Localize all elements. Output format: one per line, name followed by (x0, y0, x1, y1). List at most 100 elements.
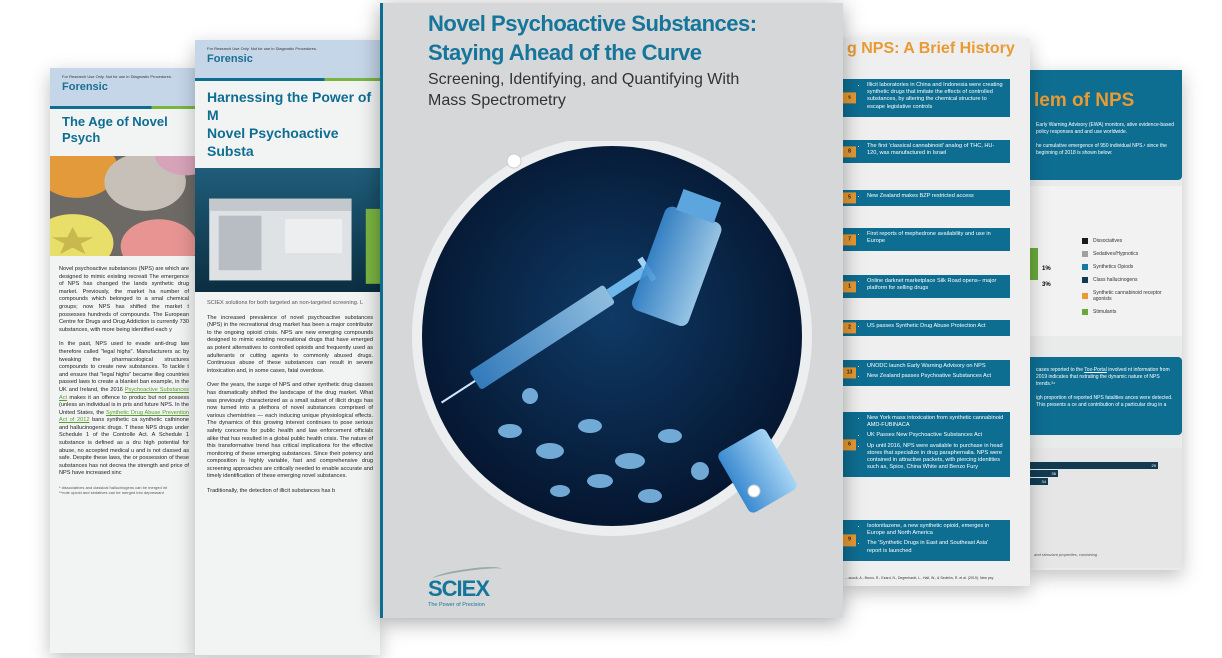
timeline-entry: s Illicit laboratories in China and Indon… (843, 79, 1010, 117)
bar-label: 34 (1041, 479, 1046, 484)
page-brief-history: g NPS: A Brief History s Illicit laborato… (843, 38, 1030, 586)
timeline-item: Online darknet marketplace Silk Road ope… (867, 278, 1004, 292)
paragraph: Traditionally, the detection of illicit … (207, 488, 336, 495)
section-label: Forensic (62, 81, 108, 93)
legend-swatch (1082, 293, 1088, 299)
timeline-entry: 8The first 'classical cannabinoid' analo… (843, 140, 1010, 164)
intro-text: Early Warning Advisory (EWA) monitors, a… (1036, 122, 1175, 156)
legend-item: Stimulants (1082, 309, 1178, 315)
cover-title: Novel Psychoactive Substances:Staying Ah… (428, 11, 757, 65)
pie-label: 3% (1042, 282, 1051, 288)
page-header (50, 68, 195, 106)
year-tag: 6 (843, 439, 856, 451)
legend-swatch (1082, 264, 1088, 270)
timeline-entry: 13 UNODC launch Early Warning Advisory on… (843, 360, 1010, 387)
pills-photo (50, 156, 195, 256)
timeline-entry: 2 US passes Synthetic Drug Abuse Protecti… (843, 320, 1010, 337)
legend-label: Synthetic cannabinoid receptor agonists (1093, 290, 1162, 302)
timeline-item: UK Passes New Psychoactive Substances Ac… (867, 432, 1004, 439)
body-text: Novel psychoactive substances (NPS) are … (59, 266, 189, 495)
cover-illustration (412, 141, 812, 536)
intro-box: lem of NPS Early Warning Advisory (EWA) … (1030, 70, 1182, 180)
paragraph: makes it an offence to produc but not po… (59, 394, 189, 416)
year-tag: s (843, 92, 856, 104)
pills (498, 388, 709, 503)
footnote: and stimulant properties, containing (1034, 552, 1098, 557)
page-problem-of-nps: lem of NPS Early Warning Advisory (EWA) … (1030, 70, 1182, 570)
year-tag: 5 (843, 192, 856, 204)
timeline-item: UNODC launch Early Warning Advisory on N… (867, 363, 1004, 370)
section-label: Forensic (207, 53, 253, 65)
legend-label: Stimulants (1093, 309, 1117, 315)
timeline-item: Isotonitazene, a new synthetic opioid, e… (867, 523, 1004, 537)
bar-label: 29 (1151, 463, 1156, 468)
body-text: SCIEX solutions for both targeted an non… (207, 300, 373, 503)
page-title: lem of NPS (1034, 90, 1135, 111)
bar-label: 36 (1051, 471, 1056, 476)
timeline-entry: 5 New Zealand makes BZP restricted access (843, 190, 1010, 207)
bar: 29 (1030, 462, 1158, 469)
timeline-entry: 7 First reports of mephedrone availabilit… (843, 228, 1010, 252)
bar: 34 (1030, 478, 1048, 485)
legend-item: Dissociatives (1082, 238, 1178, 244)
cover-page: Novel Psychoactive Substances:Staying Ah… (380, 3, 843, 618)
cover-subtitle: Screening, Identifying, and Quantifying … (428, 71, 740, 109)
paragraph: In the past, NPS used to evade anti-drug… (59, 341, 189, 393)
timeline-entry: 6 New York mass intoxication from synthet… (843, 412, 1010, 478)
pie-slice (1030, 248, 1038, 280)
tox-portal-box: cases reported to the Tox-Portal involve… (1030, 357, 1182, 435)
paragraph: The increased prevalence of novel psycho… (207, 314, 373, 374)
legend-swatch (1082, 277, 1088, 283)
sciex-logo: SCIEX (428, 576, 490, 601)
timeline-entry: 9Isotonitazene, a new synthetic opioid, … (843, 520, 1010, 561)
timeline-item: Illicit laboratories in China and Indone… (867, 82, 1004, 111)
timeline-item: The first 'classical cannabinoid' analog… (867, 143, 1004, 157)
mass-spectrometer-photo (195, 168, 380, 292)
legend-item: Synthetics Opiods (1082, 264, 1178, 270)
footnote: * dissociatives and classical hallucinog… (59, 485, 168, 491)
page-header (195, 40, 380, 78)
ruo-notice: For Research Use Only. Not for use in Di… (207, 46, 317, 51)
paragraph: Over the years, the surge of NPS and oth… (207, 382, 373, 480)
link-tox-portal[interactable]: Tox-Portal (1084, 367, 1107, 373)
vial (631, 188, 722, 326)
link-psychoactive-substances-act[interactable]: Psychoactive Substances Act (59, 386, 189, 401)
legend-item: Class hallucinogens (1082, 277, 1178, 283)
page-harnessing-power: For Research Use Only. Not for use in Di… (195, 40, 380, 655)
ruo-notice: For Research Use Only. Not for use in Di… (62, 74, 172, 79)
paragraph: bans synthetic ca synthetic cathinone an… (59, 417, 189, 477)
legend-label: Sedatives/Hypnotics (1093, 251, 1139, 257)
timeline-item: New York mass intoxication from syntheti… (867, 415, 1004, 429)
page-age-of-nps: For Research Use Only. Not for use in Di… (50, 68, 195, 653)
footnote: **note opioid and sedatives can be merge… (59, 490, 164, 496)
year-tag: 13 (843, 367, 856, 379)
paragraph: Novel psychoactive substances (NPS) are … (59, 266, 189, 333)
year-tag: 7 (843, 234, 856, 246)
timeline-item: New Zealand passes Psychoative Substance… (867, 373, 1004, 380)
page-title: g NPS: A Brief History (847, 40, 1015, 57)
timeline-item: The 'Synthetic Drugs in East and Southea… (867, 540, 1004, 554)
legend-swatch (1082, 238, 1088, 244)
timeline-item: New Zealand makes BZP restricted access (867, 193, 1004, 200)
year-tag: 1 (843, 281, 856, 293)
logo-tagline: The Power of Precision (428, 602, 485, 608)
pie-label: 1% (1042, 266, 1051, 272)
timeline-entry: 1 Online darknet marketplace Silk Road op… (843, 275, 1010, 299)
timeline-item: First reports of mephedrone availability… (867, 231, 1004, 245)
legend-item: Synthetic cannabinoid receptor agonists (1082, 290, 1178, 302)
legend-swatch (1082, 251, 1088, 257)
timeline-item: US passes Synthetic Drug Abuse Protectio… (867, 323, 1004, 330)
year-tag: 2 (843, 322, 856, 334)
reference: …acock, A., Bruno, R., Ezard, N., Degenh… (845, 576, 994, 580)
timeline-item: Up until 2016, NPS were available to pur… (867, 443, 1004, 472)
legend-label: Synthetics Opiods (1093, 264, 1134, 270)
legend-item: Sedatives/Hypnotics (1082, 251, 1178, 257)
bar: 36 (1030, 470, 1058, 477)
bar-chart-panel: 29 36 34 and stimulant properties, contain… (1030, 448, 1182, 568)
link-synthetic-drug-act[interactable]: Synthetic Drug Abuse Prevention Act of 2… (59, 409, 189, 424)
image-caption: SCIEX solutions for both targeted an non… (207, 300, 364, 306)
page-title: The Age of Novel Psych (62, 114, 168, 145)
